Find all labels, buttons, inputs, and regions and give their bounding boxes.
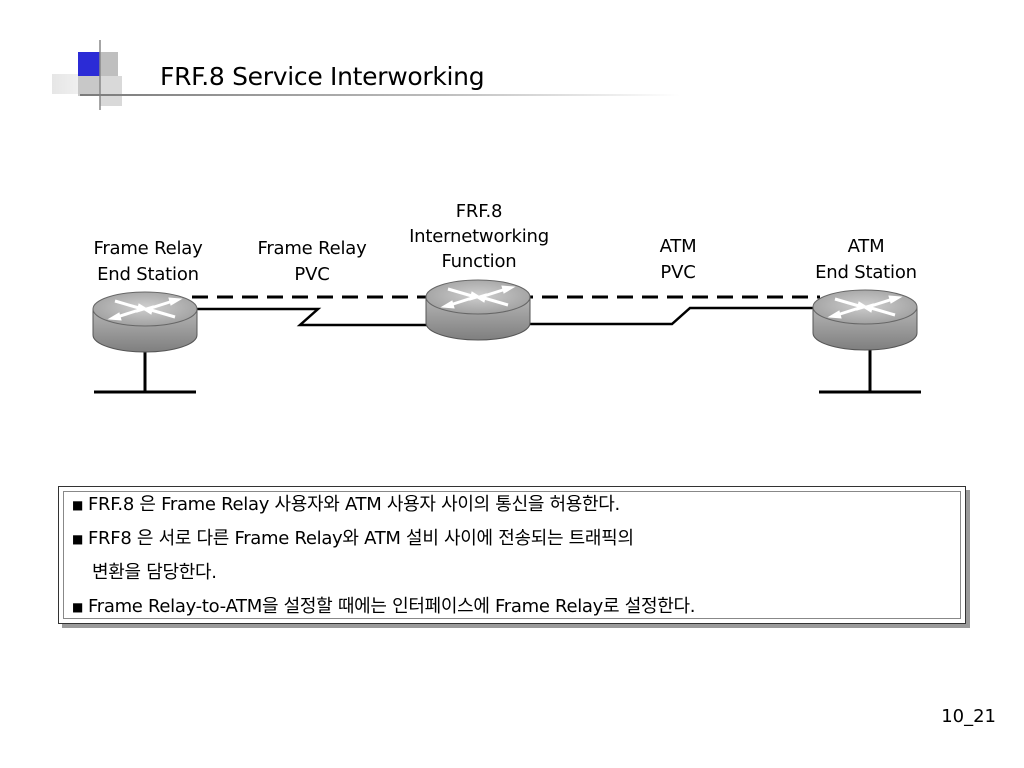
list-item-continuation: 변환을 담당한다. [92,562,217,583]
notes-box [58,486,966,624]
router-icon [424,278,532,342]
list-item: ■ FRF8 은 서로 다른 Frame Relay와 ATM 설비 사이에 전… [72,522,952,556]
list-item: ■ Frame Relay-to-ATM을 설정할 때에는 인터페이스에 Fra… [72,590,952,624]
fr-link [196,307,430,327]
page-number: 10_21 [941,706,996,727]
router-icon [811,288,919,352]
bullet-icon: ■ [72,498,84,512]
label-atm-end-station: ATM End Station [815,236,917,283]
bullet-icon: ■ [72,532,84,546]
title-decoration [52,40,680,110]
notes-list: ■ FRF.8 은 Frame Relay 사용자와 ATM 사용자 사이의 통… [72,488,952,624]
list-item: ■ FRF.8 은 Frame Relay 사용자와 ATM 사용자 사이의 통… [72,488,952,522]
notes-box-inner-border [63,491,961,619]
label-iwf: FRF.8 Internetworking Function [409,201,549,272]
bullet-icon: ■ [72,600,84,614]
label-fr-pvc: Frame Relay PVC [257,238,367,285]
slide-title: FRF.8 Service Interworking [160,62,485,91]
atm-link [528,306,815,326]
router-icon [91,290,199,354]
label-atm-pvc: ATM PVC [659,236,697,283]
label-fr-end-station: Frame Relay End Station [93,238,203,285]
